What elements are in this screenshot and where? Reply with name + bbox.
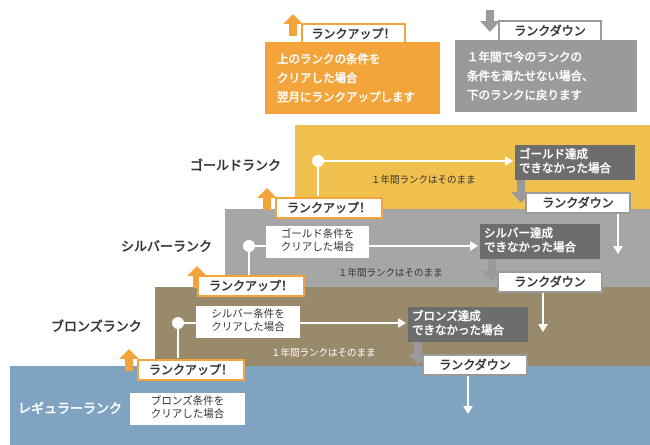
- gold-arrowhead: [505, 156, 513, 166]
- bronze-condition-line-1: ブロンズ条件を: [150, 395, 225, 407]
- legend-up-arrow-icon: [283, 14, 303, 36]
- silver-condition-line-1: シルバー条件を: [211, 308, 285, 320]
- silver-failure-line-2: できなかった場合: [484, 240, 576, 254]
- gold-up-arrow-icon: [257, 188, 277, 210]
- bronze-failure-box: ブロンズ達成 できなかった場合: [408, 307, 528, 342]
- bronze-down-badge: ランクダウン: [422, 354, 528, 376]
- legend-down-line-2: 条件を満たせない場合、: [467, 69, 594, 83]
- legend-up-line-2: クリアした場合: [277, 71, 358, 85]
- silver-condition-line-2: クリアした場合: [211, 321, 285, 333]
- gold-condition-line-2: クリアした場合: [280, 241, 355, 253]
- gold-up-badge: ランクアップ！: [275, 197, 383, 219]
- silver-rank-label: シルバーランク: [121, 240, 213, 255]
- bronze-condition-line-2: クリアした場合: [150, 408, 225, 420]
- silver-year-note: １年間ランクはそのまま: [338, 268, 443, 279]
- gold-down-arrowhead: [613, 246, 623, 254]
- silver-failure-box: シルバー達成 できなかった場合: [480, 224, 600, 259]
- bronze-up-badge: ランクアップ！: [137, 359, 245, 381]
- gold-year-note: １年間ランクはそのまま: [371, 175, 476, 186]
- gold-down-badge: ランクダウン: [525, 192, 631, 214]
- legend-up-description: 上のランクの条件を クリアした場合 翌月にランクアップします: [265, 42, 440, 114]
- legend-down-arrow-icon: [480, 10, 500, 32]
- regular-to-bronze-condition: ブロンズ条件を クリアした場合: [130, 393, 245, 425]
- silver-down-badge: ランクダウン: [497, 271, 603, 293]
- gold-failure-line-1: ゴールド達成: [519, 147, 588, 161]
- gold-condition-line-1: ゴールド条件を: [280, 228, 355, 240]
- bronze-failure-line-2: できなかった場合: [412, 323, 504, 337]
- bronze-year-note: １年間ランクはそのまま: [271, 348, 376, 359]
- bronze-failure-line-1: ブロンズ達成: [412, 309, 481, 323]
- bronze-arrowhead: [398, 318, 406, 328]
- gold-rank-label: ゴールドランク: [190, 159, 282, 174]
- legend-down-line-3: 下のランクに戻ります: [467, 88, 582, 102]
- bronze-rank-label: ブロンズランク: [51, 320, 142, 335]
- silver-up-badge: ランクアップ！: [197, 275, 305, 297]
- legend-up-badge: ランクアップ！: [301, 23, 406, 45]
- regular-rank-label: レギュラーランク: [18, 402, 123, 417]
- silver-to-gold-condition: ゴールド条件を クリアした場合: [266, 226, 369, 258]
- silver-failure-line-1: シルバー達成: [484, 226, 553, 240]
- bronze-down-arrowhead: [463, 406, 473, 414]
- regular-rank-band: [10, 366, 650, 445]
- gold-failure-line-2: できなかった場合: [519, 161, 611, 175]
- silver-down-arrowhead: [538, 324, 548, 332]
- legend-up-line-3: 翌月にランクアップします: [277, 90, 415, 104]
- silver-arrowhead: [470, 241, 478, 251]
- legend-up-line-1: 上のランクの条件を: [277, 52, 381, 66]
- legend-down-line-1: １年間で今のランクの: [467, 50, 582, 64]
- bronze-to-silver-condition: シルバー条件を クリアした場合: [196, 306, 300, 338]
- gold-failure-box: ゴールド達成 できなかった場合: [515, 145, 635, 180]
- legend-down-badge: ランクダウン: [498, 20, 602, 42]
- legend-down-description: １年間で今のランクの 条件を満たせない場合、 下のランクに戻ります: [455, 40, 637, 112]
- bronze-up-arrow-icon: [119, 349, 139, 371]
